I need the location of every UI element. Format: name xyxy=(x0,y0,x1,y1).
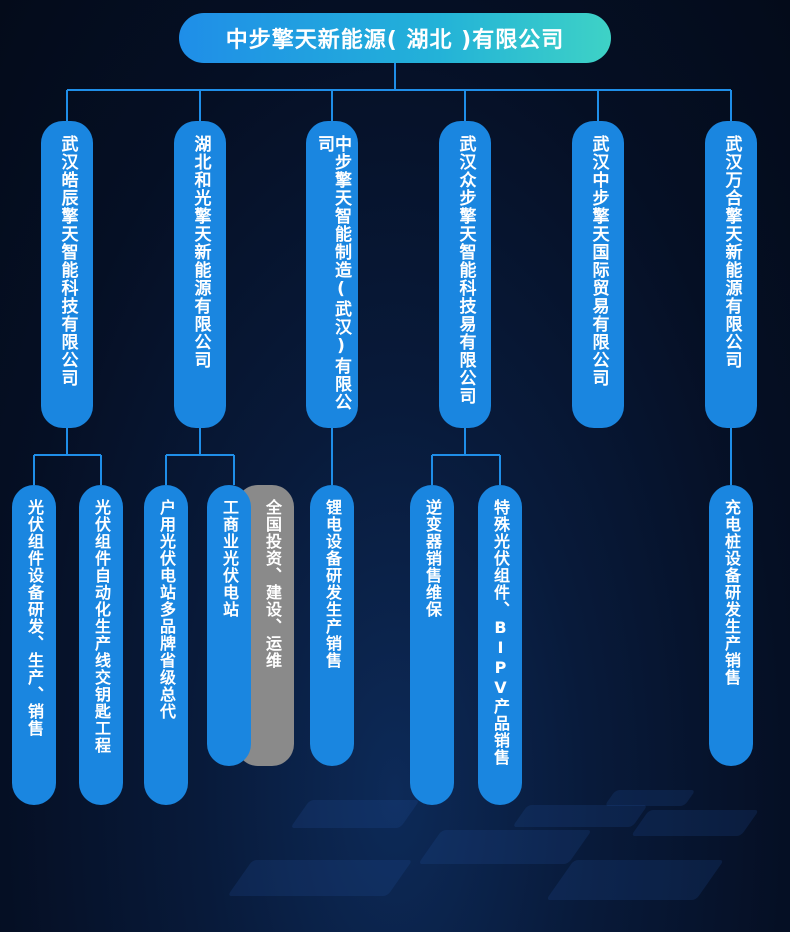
company-label: 武汉中步擎天国际贸易有限公司 xyxy=(588,135,609,387)
business-label: 充电桩设备研发生产销售 xyxy=(722,499,741,686)
business-label: 逆变器销售维保 xyxy=(423,499,442,618)
business-node-turnkey: 光伏组件自动化生产线交钥匙工程 xyxy=(79,485,123,805)
company-node-haochen: 武汉皓辰擎天智能科技有限公司 xyxy=(41,121,93,428)
business-node-lithium: 锂电设备研发生产销售 xyxy=(310,485,354,766)
business-node-charging-pile: 充电桩设备研发生产销售 xyxy=(709,485,753,766)
business-label: 全国投资、建设、运维 xyxy=(263,499,282,669)
company-node-heguang: 湖北和光擎天新能源有限公司 xyxy=(174,121,226,428)
business-node-bipv: 特殊光伏组件、BIPV产品销售 xyxy=(478,485,522,805)
company-node-trade: 武汉中步擎天国际贸易有限公司 xyxy=(572,121,624,428)
company-node-wanhe: 武汉万合擎天新能源有限公司 xyxy=(705,121,757,428)
business-label: 特殊光伏组件、BIPV产品销售 xyxy=(491,499,510,766)
company-label: 武汉万合擎天新能源有限公司 xyxy=(721,135,742,369)
business-node-residential-pv: 户用光伏电站多品牌省级总代 xyxy=(144,485,188,805)
company-node-manufacturing: 中步擎天智能制造(武汉)有限公司 xyxy=(306,121,358,428)
company-label: 武汉众步擎天智能科技易有限公司 xyxy=(455,135,476,405)
business-node-module-equipment: 光伏组件设备研发、生产、销售 xyxy=(12,485,56,805)
business-label: 工商业光伏电站 xyxy=(220,499,239,618)
company-label: 武汉皓辰擎天智能科技有限公司 xyxy=(57,135,78,387)
business-label: 锂电设备研发生产销售 xyxy=(323,499,342,669)
root-company-node: 中步擎天新能源( 湖北 )有限公司 xyxy=(179,13,611,63)
company-node-zhongbu-tech: 武汉众步擎天智能科技易有限公司 xyxy=(439,121,491,428)
company-label: 湖北和光擎天新能源有限公司 xyxy=(190,135,211,369)
business-node-commercial-pv: 工商业光伏电站 xyxy=(207,485,251,766)
business-node-inverter: 逆变器销售维保 xyxy=(410,485,454,805)
root-company-label: 中步擎天新能源( 湖北 )有限公司 xyxy=(225,28,565,53)
company-label: 中步擎天智能制造(武汉)有限公司 xyxy=(314,135,351,411)
business-label: 户用光伏电站多品牌省级总代 xyxy=(157,499,176,720)
business-label: 光伏组件设备研发、生产、销售 xyxy=(25,499,44,737)
business-label: 光伏组件自动化生产线交钥匙工程 xyxy=(92,499,111,754)
